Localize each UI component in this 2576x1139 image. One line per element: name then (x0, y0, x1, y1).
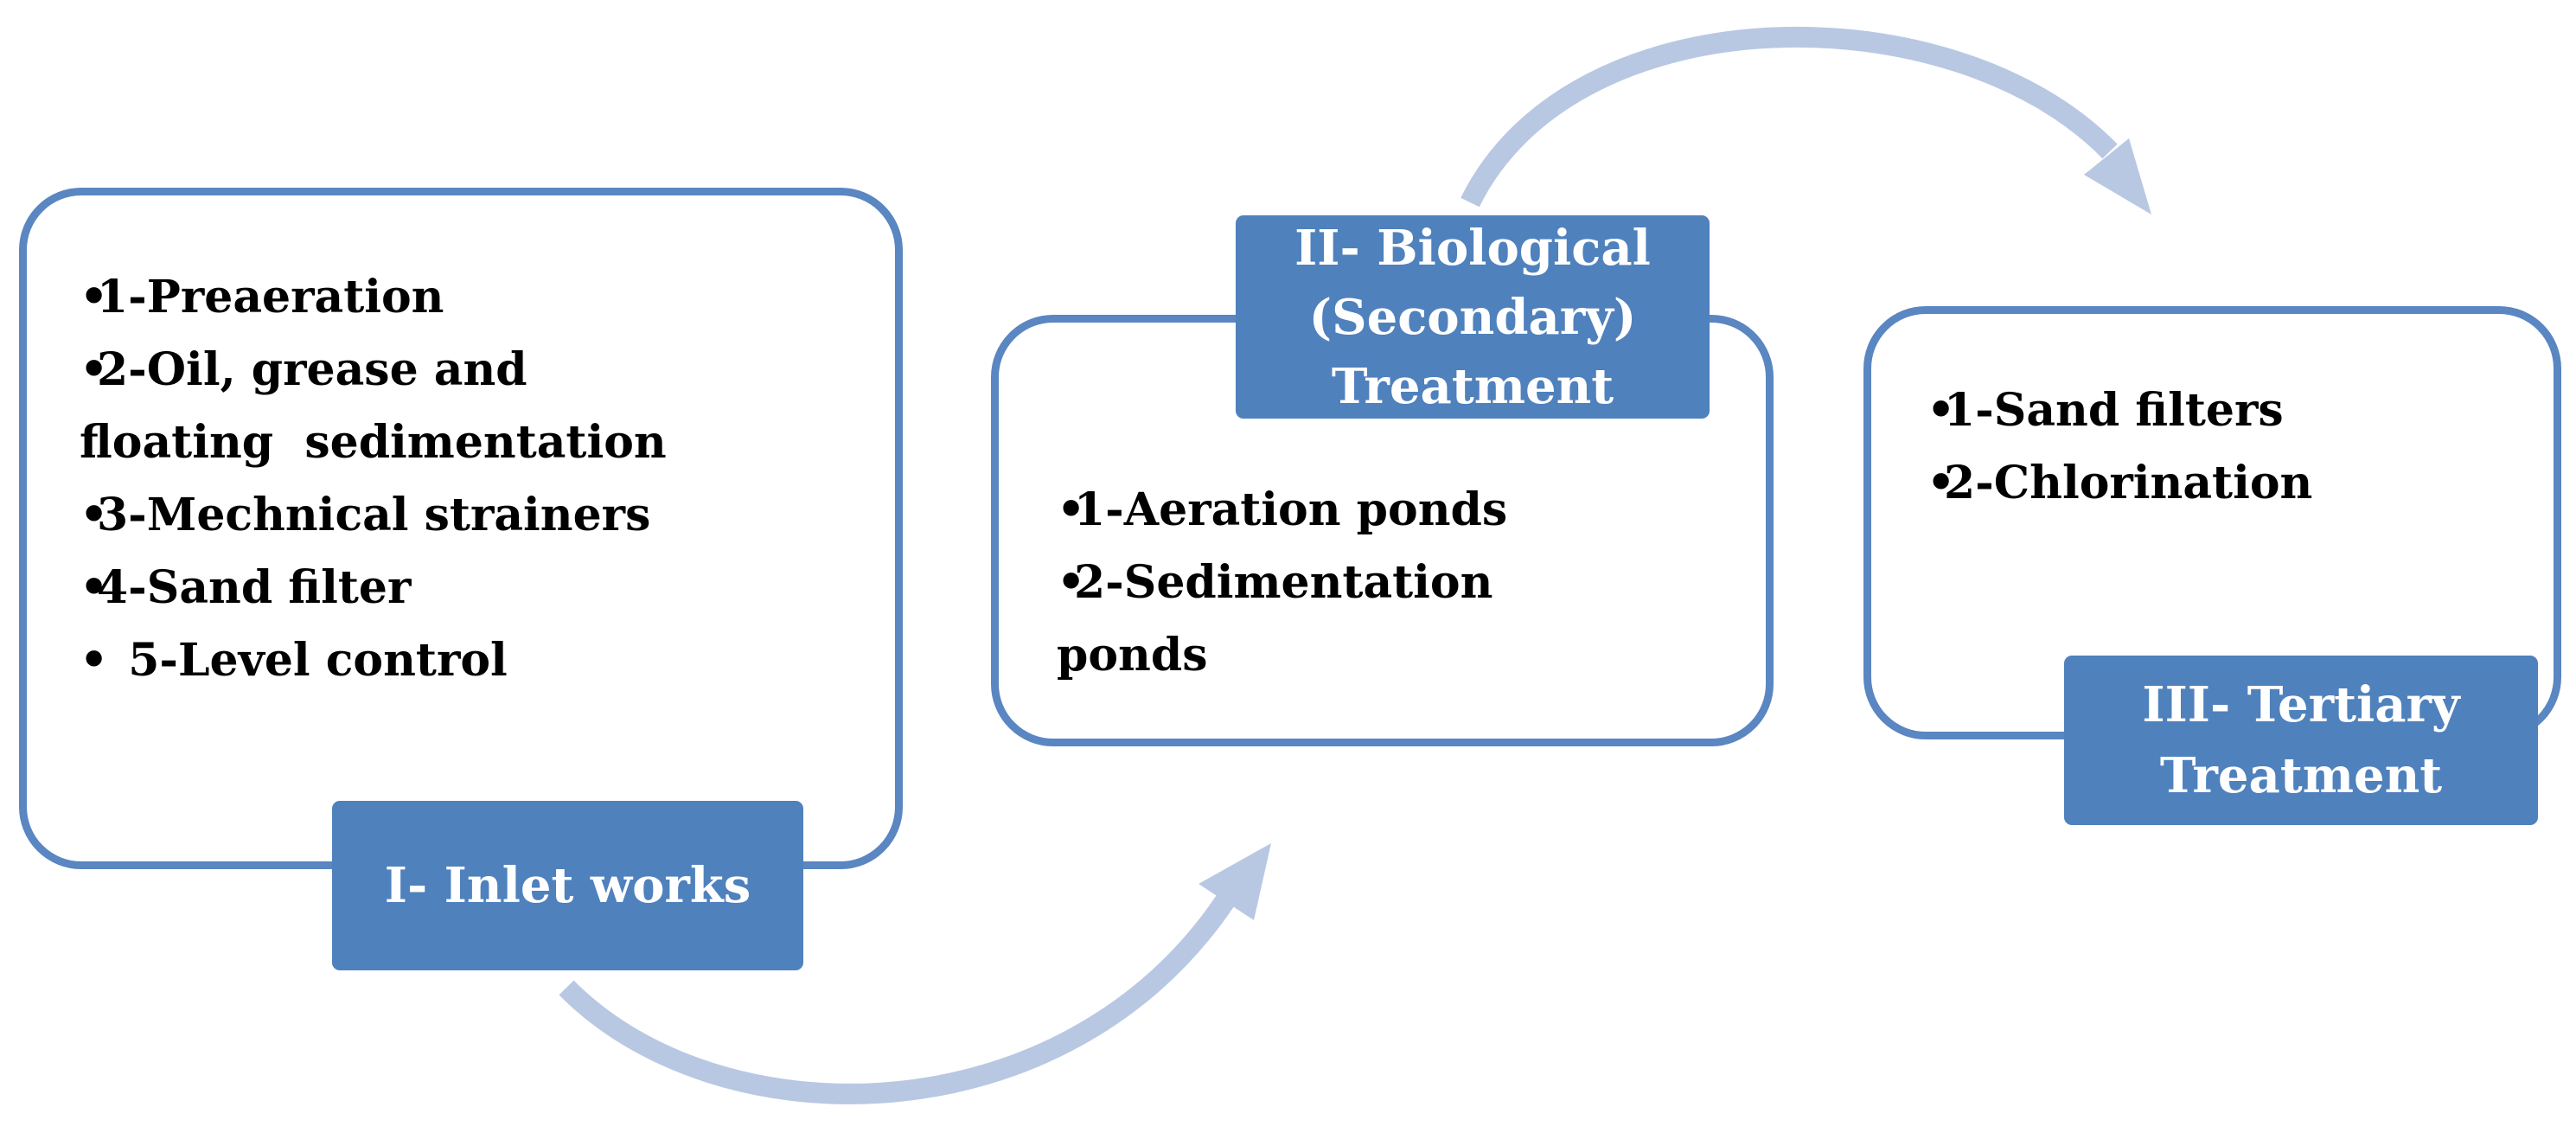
stage-1-title: I- Inlet works (332, 801, 803, 970)
list-item: •1-Aeration ponds (1057, 483, 1508, 536)
stage-1-items: •1-Preaeration •2-Oil, grease and floati… (80, 261, 667, 697)
list-item: •1-Preaeration (80, 271, 444, 323)
stage-2-items: •1-Aeration ponds •2-Sedimentation ponds (1057, 474, 1507, 692)
stage-2-title: II- Biological (Secondary) Treatment (1236, 215, 1710, 419)
list-item: •3-Mechnical strainers (80, 489, 651, 541)
stage-1-box (19, 188, 903, 869)
list-item: •2-Chlorination (1927, 457, 2313, 509)
list-item: • 5-Level control (80, 634, 508, 687)
arrow-stage-2-to-3 (1461, 26, 2151, 214)
list-item: •4-Sand filter (80, 561, 412, 614)
list-item: •2-Sedimentation ponds (1057, 556, 1493, 681)
stage-3-title: III- Tertiary Treatment (2064, 656, 2538, 825)
arrow-stage-1-to-2 (559, 843, 1271, 1104)
list-item: •2-Oil, grease and floating sedimentatio… (80, 343, 667, 469)
stage-3-items: •1-Sand filters •2-Chlorination (1927, 374, 2312, 520)
list-item: •1-Sand filters (1927, 384, 2284, 437)
